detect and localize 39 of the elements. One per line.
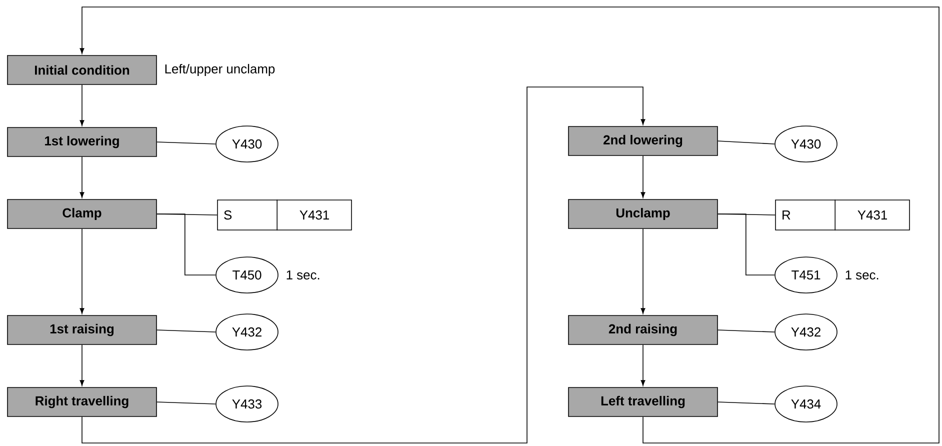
connector [718,214,776,276]
connector [80,6,940,444]
output-oval: Y432 [216,314,278,350]
connector [718,330,776,332]
set-reset-box: R Y431 [775,199,910,231]
connector [640,156,646,198]
output-oval: Y433 [216,386,278,422]
step-box: 1st raising [7,315,157,345]
step-box: 2nd lowering [568,126,718,156]
connector [156,402,216,404]
step-box: Right travelling [7,387,157,417]
step-box: Unclamp [568,199,718,229]
note-text: 1 sec. [846,270,878,280]
step-box: Initial condition [7,55,157,85]
step-box: Left travelling [568,387,718,417]
connector [718,140,776,144]
note-text: Left/upper unclamp [165,64,275,76]
note-text: 1 sec. [286,270,320,280]
connector [156,214,216,276]
step-box: 1st lowering [7,127,157,157]
connector [80,228,84,314]
connector [82,86,646,444]
output-oval: T451 [774,256,838,294]
connector [156,330,216,332]
connector [80,156,84,198]
output-oval: Y434 [774,386,838,422]
connector [80,344,84,386]
connector [80,84,84,126]
step-box: Clamp [7,199,157,229]
output-oval: Y430 [216,126,278,162]
connector [156,142,216,144]
connector [640,228,646,314]
set-reset-box: S Y431 [217,199,352,231]
output-oval: Y432 [774,314,838,350]
output-oval: T450 [216,256,278,294]
connector [718,402,776,404]
output-oval: Y430 [774,126,838,162]
step-box: 2nd raising [568,315,718,345]
connector [640,344,646,386]
